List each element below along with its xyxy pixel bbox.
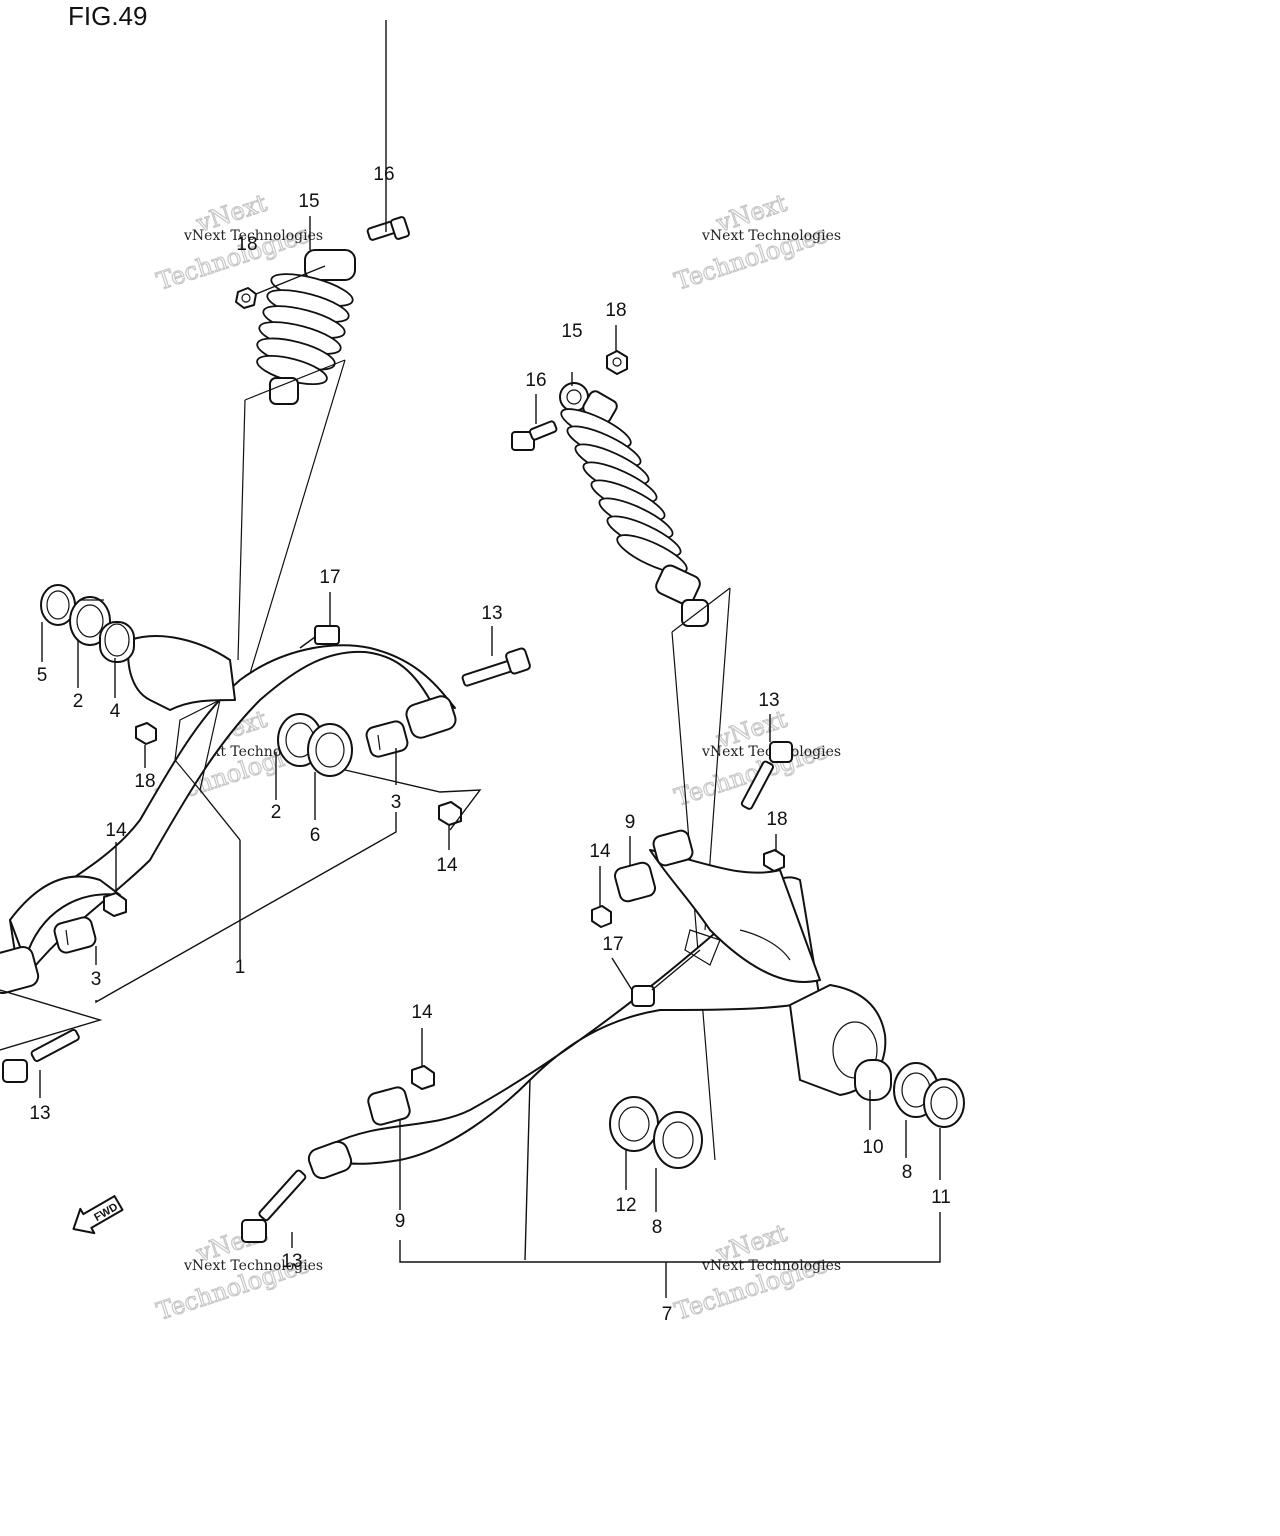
callout-9: 9 <box>395 1211 406 1232</box>
watermark-text: vNext Technologies <box>183 228 323 244</box>
fwd-arrow-icon: FWD <box>72 1195 124 1235</box>
callout-9: 9 <box>625 812 636 833</box>
left-bolt-13-lower <box>2 1028 80 1083</box>
callout-1: 1 <box>235 957 246 978</box>
callout-15: 15 <box>298 191 319 212</box>
left-bushing-3-lower <box>53 916 97 954</box>
right-leader-lines <box>291 325 941 1298</box>
figure-title: FIG.49 <box>68 1 147 31</box>
watermark-text: vNext Technologies <box>701 228 841 244</box>
callout-8: 8 <box>652 1217 663 1238</box>
callout-7: 7 <box>662 1304 673 1325</box>
callout-17: 17 <box>602 934 623 955</box>
callout-3: 3 <box>91 969 102 990</box>
right-bolt-17 <box>631 949 701 1007</box>
callouts: 16 15 18 18 15 16 17 13 5 2 4 18 2 6 3 1… <box>29 164 950 1325</box>
left-nut-18 <box>135 722 157 745</box>
callout-14: 14 <box>589 841 611 862</box>
callout-13: 13 <box>481 603 502 624</box>
right-bushing-9-lower <box>367 1086 411 1126</box>
callout-14: 14 <box>436 855 458 876</box>
watermark-top-right: vNext Technologies vNext Technologies <box>671 188 841 296</box>
right-nut-18 <box>763 849 785 872</box>
callout-5: 5 <box>37 665 48 686</box>
right-bearing-8-lower <box>653 1111 703 1169</box>
callout-13: 13 <box>758 690 779 711</box>
right-bearing-12 <box>609 1096 659 1152</box>
left-spacer-4 <box>99 621 135 663</box>
watermark-text: vNext Technologies <box>183 1258 323 1274</box>
left-seal-6 <box>307 723 353 777</box>
callout-2: 2 <box>73 691 84 712</box>
left-bearing-5 <box>40 584 76 626</box>
callout-6: 6 <box>310 825 321 846</box>
callout-11: 11 <box>931 1187 951 1208</box>
left-bolt-13-upper <box>461 647 531 687</box>
watermark-bottom-left: vNext Technologies vNext Technologies <box>153 1218 323 1326</box>
left-leader-lines <box>0 20 493 1098</box>
callout-16: 16 <box>525 370 546 391</box>
left-swing-arm <box>0 635 457 995</box>
left-shock-absorber <box>237 249 356 691</box>
callout-18: 18 <box>766 809 787 830</box>
watermark-text: vNext Technologies <box>701 1258 841 1274</box>
callout-12: 12 <box>615 1195 636 1216</box>
left-shock-spring <box>256 273 354 386</box>
right-nut-14-upper <box>591 905 612 928</box>
right-spacer-10 <box>854 1059 892 1101</box>
left-nut-14-right <box>438 801 462 826</box>
callout-14: 14 <box>105 820 127 841</box>
callout-17: 17 <box>319 567 340 588</box>
callout-8: 8 <box>902 1162 913 1183</box>
left-bushing-3-upper <box>365 720 409 758</box>
callout-14: 14 <box>411 1002 433 1023</box>
callout-15: 15 <box>561 321 582 342</box>
left-shock-nut-18 <box>235 265 326 309</box>
callout-18: 18 <box>134 771 155 792</box>
right-shock-nut-18 <box>606 350 628 375</box>
right-shock-bolt-16 <box>511 420 558 451</box>
right-bolt-13-upper <box>740 741 793 810</box>
right-seal-11 <box>923 1078 965 1128</box>
callout-13: 13 <box>281 1251 302 1272</box>
right-swing-arm <box>307 849 887 1261</box>
callout-3: 3 <box>391 792 402 813</box>
right-shock-spring <box>560 408 688 574</box>
left-bolt-17 <box>299 625 340 649</box>
left-shock-bolt-16 <box>366 216 410 241</box>
right-shock-absorber <box>559 382 731 1161</box>
callout-2: 2 <box>271 802 282 823</box>
callout-10: 10 <box>862 1137 883 1158</box>
callout-18: 18 <box>605 300 626 321</box>
watermark-bottom-right: vNext Technologies vNext Technologies <box>671 1218 841 1326</box>
callout-16: 16 <box>373 164 394 185</box>
callout-4: 4 <box>110 701 121 722</box>
callout-13: 13 <box>29 1103 50 1124</box>
right-bolt-13-lower <box>241 1169 307 1243</box>
left-nut-14-lower <box>103 892 127 917</box>
right-nut-14-lower <box>411 1065 435 1090</box>
callout-18: 18 <box>236 234 257 255</box>
